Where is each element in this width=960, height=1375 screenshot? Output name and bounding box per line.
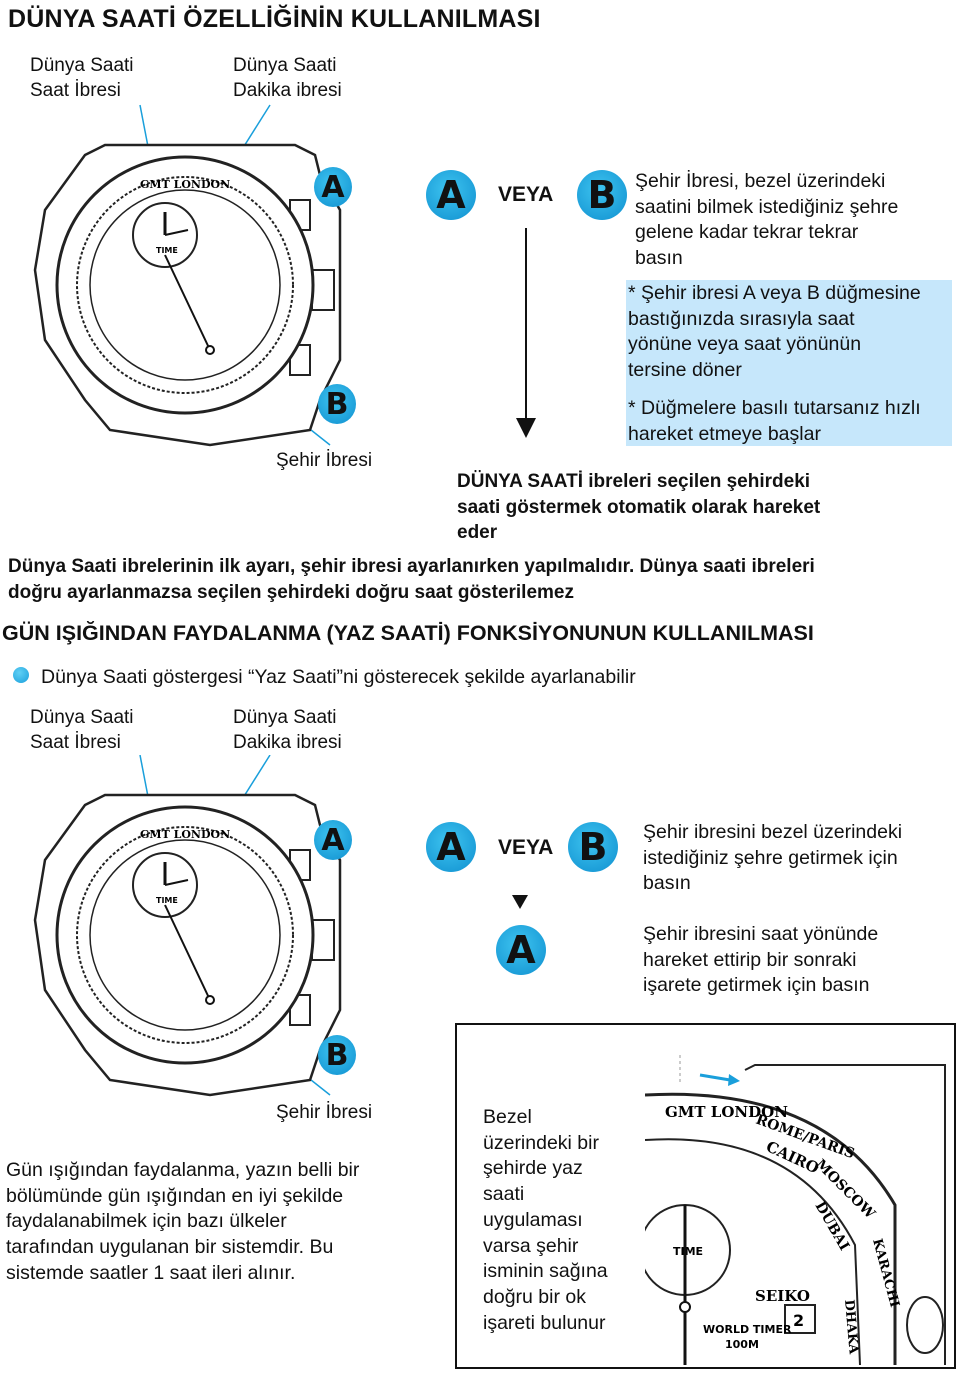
button-a-badge-2: A (314, 820, 352, 860)
city-hand (164, 254, 211, 351)
svg-text:2: 2 (793, 1311, 804, 1330)
svg-text:SEIKO: SEIKO (755, 1287, 810, 1305)
svg-text:DHAKA: DHAKA (841, 1299, 861, 1356)
svg-text:GMT LONDON: GMT LONDON (665, 1103, 788, 1121)
or-label-2: VEYA (498, 836, 554, 859)
note-box (626, 280, 952, 446)
svg-text:KARACHI: KARACHI (869, 1237, 902, 1309)
dst-explanation: Gün ışığından faydalanma, yazın belli bi… (6, 1159, 360, 1284)
svg-text:TIME: TIME (156, 896, 178, 905)
svg-text:100M: 100M (725, 1338, 759, 1351)
city-hand-label: Şehir İbresi (276, 450, 373, 471)
detail-box (455, 1023, 956, 1369)
svg-text:DUBAI: DUBAI (812, 1199, 853, 1253)
dst-arrow-icon (699, 1073, 731, 1082)
step-a-badge-2: A (426, 822, 476, 872)
bullet-icon (13, 667, 29, 683)
step-b-badge-2: B (568, 822, 618, 872)
or-label: VEYA (498, 183, 554, 206)
step-a-badge: A (426, 170, 476, 220)
page-title: DÜNYA SAATİ ÖZELLİĞİNİN KULLANILMASI (8, 5, 541, 33)
warning-text: Dünya Saati ibrelerinin ilk ayarı, şehir… (8, 556, 815, 603)
watch-closeup: GMT LONDON ROME/PARIS CAIRO MOSCOW DUBAI… (645, 1055, 946, 1365)
dst-intro: Dünya Saati göstergesi “Yaz Saati”ni gös… (41, 666, 636, 688)
svg-text:GMT LONDON: GMT LONDON (140, 828, 230, 841)
section-title-dst: GÜN IŞIĞINDAN FAYDALANMA (YAZ SAATİ) FON… (2, 621, 814, 645)
watch-illustration-2: GMT LONDON TIME (33, 755, 342, 1097)
button-b-badge: B (318, 384, 356, 424)
city-hand-label-2: Şehir İbresi (276, 1102, 373, 1123)
svg-text:WORLD TIMER: WORLD TIMER (703, 1323, 792, 1336)
bezel-cities-text: GMT LONDON (140, 178, 230, 191)
down-arrow-icon (516, 228, 536, 438)
button-b-badge-2: B (318, 1035, 356, 1075)
crown (311, 269, 335, 311)
subdial-text: TIME (156, 246, 178, 255)
down-triangle-icon (512, 895, 528, 909)
step-a-badge-3: A (496, 925, 546, 975)
step-b-badge: B (577, 170, 627, 220)
button-a-badge: A (314, 167, 352, 207)
watch-illustration: GMT LONDON TIME (33, 104, 342, 447)
svg-text:TIME: TIME (673, 1245, 703, 1258)
